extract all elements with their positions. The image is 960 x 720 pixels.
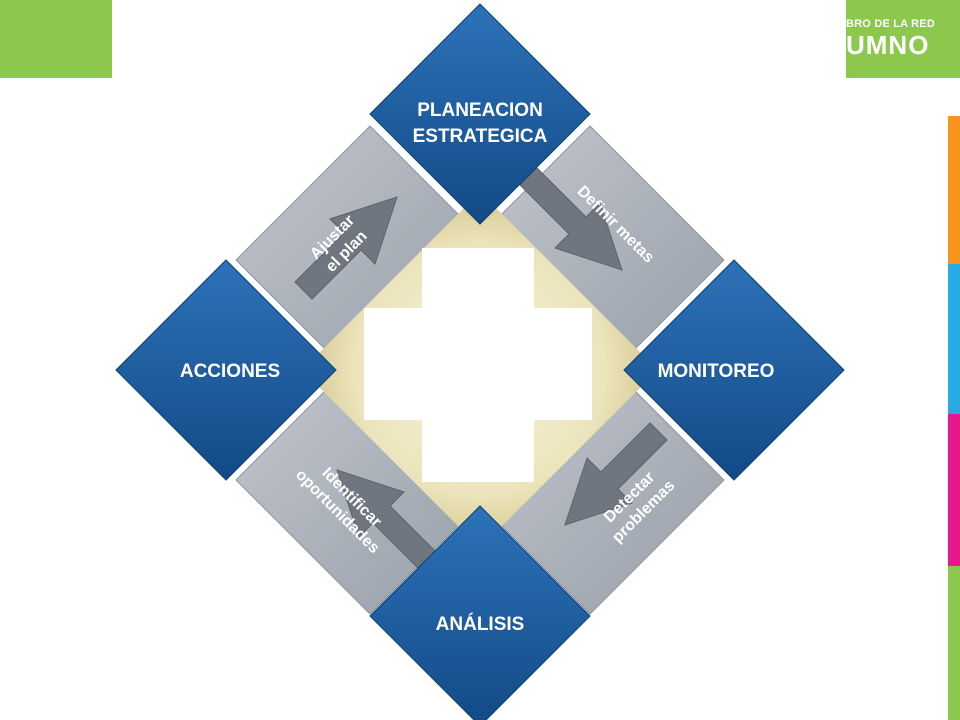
brand-tagline: BRO DE LA RED: [846, 18, 935, 30]
accent-bar-green: [948, 566, 960, 720]
arrow-top-right-shape: [519, 167, 623, 271]
accent-bar-blue: [948, 264, 960, 414]
brand-logo-text: UMNO: [846, 30, 930, 60]
node-monitoreo-diamond: [623, 259, 845, 481]
accent-bar-orange: [948, 116, 960, 264]
center-white-cross: [364, 248, 592, 482]
node-label-acciones: ACCIONES: [180, 361, 280, 382]
node-planeacion-diamond: [369, 3, 591, 225]
arrow-bottom-right-shape: [564, 422, 668, 526]
arrow-bottom-left-shape: [336, 469, 440, 573]
arrow-top-left-shape: [294, 196, 398, 300]
node-analisis-diamond: [369, 505, 591, 720]
node-label-estrategica: ESTRATEGICA: [413, 126, 548, 147]
node-label-planeacion: PLANEACION: [417, 100, 543, 121]
node-acciones-diamond: [115, 259, 337, 481]
node-label-analisis: ANÁLISIS: [436, 613, 525, 635]
node-label-monitoreo: MONITOREO: [658, 361, 775, 382]
cycle-diagram: Ajustar el plan Definir metas Detectar p…: [112, 3, 848, 720]
accent-bar-magenta: [948, 414, 960, 566]
header-green-block-left: [0, 0, 112, 78]
header-green-block-right: [846, 0, 960, 78]
